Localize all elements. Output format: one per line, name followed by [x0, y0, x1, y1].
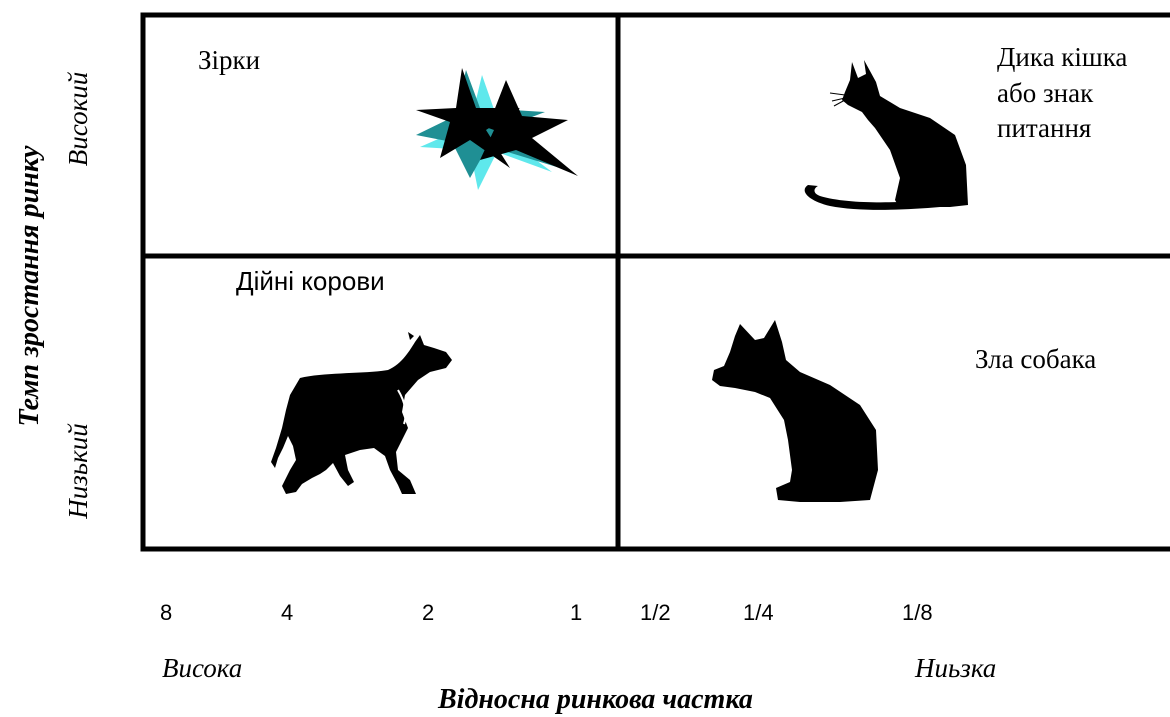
- y-axis-low-label: Низький: [63, 423, 93, 519]
- cow-icon: [271, 332, 452, 494]
- x-tick-1-2: 1/2: [640, 600, 671, 625]
- dog-icon: [712, 320, 878, 502]
- cash-cows-label: Дійні корови: [236, 266, 385, 296]
- x-tick-8: 8: [160, 600, 173, 625]
- x-tick-4: 4: [281, 600, 294, 625]
- y-axis-title: Темп зростання ринку: [14, 145, 45, 427]
- dogs-label: Зла собака: [975, 344, 1097, 374]
- wildcat-label: Дика кішка або знак питання: [997, 40, 1127, 147]
- wildcat-label-line-3: питання: [997, 113, 1092, 144]
- matrix-frame: [140, 12, 1170, 552]
- stars-label: Зірки: [198, 45, 261, 75]
- x-tick-1: 1: [570, 600, 583, 625]
- x-tick-1-4: 1/4: [743, 600, 774, 625]
- wildcat-icon: [804, 60, 968, 210]
- x-axis-high-label: Висока: [162, 653, 243, 683]
- x-tick-2: 2: [422, 600, 435, 625]
- x-axis-title: Відносна ринкова частка: [438, 684, 753, 715]
- wildcat-label-line-2: або знак: [997, 77, 1094, 108]
- wildcat-label-line-1: Дика кішка: [997, 42, 1128, 72]
- stars-icon: [416, 68, 578, 190]
- y-axis-high-label: Високий: [63, 71, 93, 167]
- x-tick-1-8: 1/8: [902, 600, 933, 625]
- x-axis-low-label: Ниьзка: [915, 653, 997, 683]
